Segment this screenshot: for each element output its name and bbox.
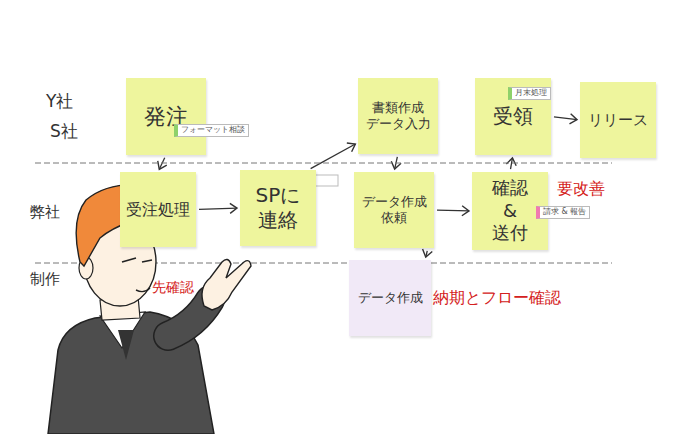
eye: [122, 258, 136, 262]
annotation-note: 先確認: [152, 280, 194, 295]
process-note: 書類作成 データ入力: [358, 78, 438, 154]
flow-arrow: [199, 208, 237, 209]
process-note: 受注処理: [120, 172, 196, 247]
mouth: [136, 288, 150, 292]
note-text: 受注処理: [126, 200, 190, 220]
release-note: リリース: [580, 82, 656, 158]
pointing-hand: [202, 259, 251, 310]
flow-arrow: [426, 251, 428, 257]
note-text: 確認 & 送付: [489, 177, 531, 245]
flow-arrow: [554, 117, 577, 120]
process-note: データ作成 依頼: [354, 172, 434, 248]
note-text: データ作成: [358, 290, 423, 306]
lane-label: 弊社: [30, 204, 60, 221]
sticky-tag-text: フォーマット相談: [174, 124, 249, 137]
necktie: [118, 330, 134, 360]
order-note: 発注: [126, 78, 206, 155]
lane-label: 制作: [30, 271, 60, 288]
lane-divider: [35, 163, 612, 164]
note-text: データ作成 依頼: [359, 194, 429, 227]
note-text: 書類作成 データ入力: [363, 100, 433, 133]
flow-arrow: [311, 144, 356, 169]
annotation-note: 納期とフロー確認: [433, 289, 561, 307]
note-text: 受領: [493, 104, 533, 129]
sticky-tag-text: 月末処理: [508, 87, 551, 100]
eye: [142, 260, 152, 262]
note-text: SPに 連絡: [250, 183, 306, 233]
sticky-tag-text: 請求 & 報告: [536, 206, 590, 219]
annotation-note: 要改善: [557, 180, 605, 198]
lane-label: S社: [50, 122, 78, 141]
process-note: SPに 連絡: [240, 170, 316, 246]
task-note: データ作成: [349, 260, 431, 336]
note-text: リリース: [588, 111, 648, 130]
lane-label: Y社: [46, 92, 73, 111]
flow-arrow: [437, 209, 469, 211]
